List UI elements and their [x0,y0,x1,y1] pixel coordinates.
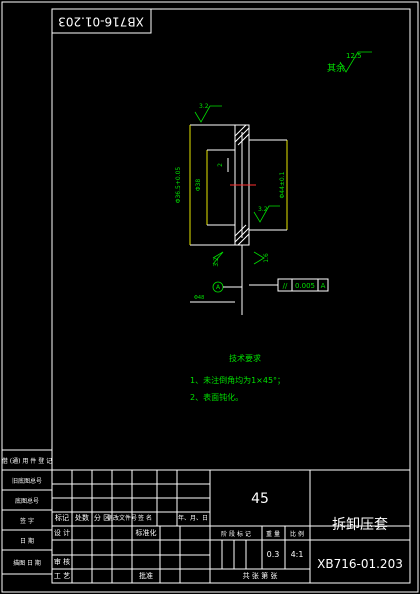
note-1: 1、未注倒角均为1×45°； [190,375,285,385]
inner-frame [51,8,411,584]
part-section [230,124,256,315]
tb-header-zone: 分 区 [94,513,110,522]
tb-header-mark: 标记 [55,513,69,522]
side-table: 借 (通) 用 件 登 记 旧底图总号 底图总号 签 字 日 期 描图 日 期 [1,449,53,575]
title-block: 标记 处数 分 区 更改文件号 签 名 年、月、日 设 计 审 核 工 艺 标准… [51,469,411,584]
side-cell-5: 日 期 [20,537,34,545]
tb-stage-mark: 阶 段 标 记 [221,530,251,538]
tb-standardize: 标准化 [136,528,157,537]
rest-label: 其余 [327,62,345,74]
roughness-bot-symbol: 3.2 [212,251,224,267]
tolerance-datum: A [321,282,326,290]
tolerance-symbol: // [283,282,288,290]
roughness-top-symbol: 3.2 [194,103,222,123]
dim-height: Φ36.5+0.05 [175,167,182,204]
side-cell-3: 底图总号 [15,497,39,505]
top-drawing-code: XB716-01.203 [58,15,144,29]
tb-row-process: 工 艺 [54,572,70,580]
dim-inner: Φ38 [195,179,202,192]
tb-row-design: 设 计 [54,528,70,537]
tb-header-doc: 更改文件号 [107,514,137,522]
scale-value: 4:1 [291,550,304,559]
tb-header-sign: 签 名 [138,514,152,522]
tb-row-review: 审 核 [54,557,70,566]
dim-thick: 2 [217,163,224,167]
side-cell-1: 借 (通) 用 件 登 记 [2,457,52,465]
tb-header-count: 处数 [75,513,89,522]
tb-weight-label: 重 量 [266,530,280,538]
note-2: 2、表面钝化。 [190,392,243,402]
tolerance-frame: // 0.005 A [249,278,329,292]
sheet-info: 共 张 第 张 [243,571,278,580]
side-cell-2: 旧底图总号 [12,477,42,485]
datum-a: A [212,281,242,293]
tb-header-date: 年、月、日 [178,514,208,522]
material: 45 [251,491,269,507]
roughness-bot-value: 3.2 [213,257,220,267]
roughness-rest-symbol: 12.5 其余 [327,51,372,74]
roughness-side-symbol: 1.6 [253,251,270,265]
technical-notes: 技术要求 1、未注倒角均为1×45°； 2、表面钝化。 [190,353,285,402]
hatch-bottom [234,224,250,246]
datum-letter: A [216,284,221,291]
dim-outer: Φ48 [194,295,204,301]
dimensions: Φ36.5+0.05 Φ38 2 Φ44±0.1 Φ48 [175,124,288,303]
roughness-top-value: 3.2 [199,103,209,110]
part-name: 拆卸压套 [332,517,388,533]
tb-scale-label: 比 例 [290,530,304,538]
side-cell-4: 签 字 [20,517,34,525]
drawing-code: XB716-01.203 [317,557,403,571]
tolerance-value: 0.005 [295,282,315,290]
dim-right: Φ44±0.1 [279,171,286,198]
weight-value: 0.3 [267,550,280,559]
notes-title: 技术要求 [229,353,261,363]
roughness-mid-value: 3.2 [258,206,268,213]
side-cell-6: 描图 日 期 [13,559,41,567]
roughness-rest-value: 12.5 [346,52,362,60]
roughness-side-value: 1.6 [263,253,270,263]
hatch-top [234,124,250,146]
tb-approve: 批准 [139,571,153,580]
top-code-box [51,8,152,34]
roughness-mid-symbol: 3.2 [253,205,280,223]
